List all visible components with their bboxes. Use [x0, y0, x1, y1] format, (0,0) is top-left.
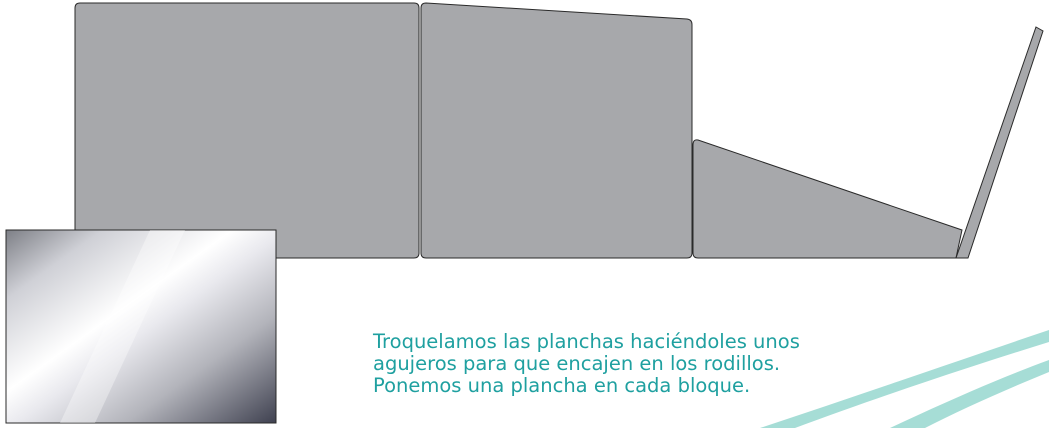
caption-line-3: Ponemos una plancha en cada bloque. [373, 374, 751, 397]
plate-panel-center [420, 2, 693, 259]
metal-plate-image [5, 229, 277, 424]
caption-line-1: Troquelamos las planchas haciéndoles uno… [373, 330, 800, 353]
caption-text: Troquelamos las planchas haciéndoles uno… [373, 331, 893, 397]
plate-panel-left [74, 2, 420, 259]
metal-plate-sheen [60, 230, 185, 423]
caption-line-2: agujeros para que encajen en los rodillo… [373, 352, 781, 375]
plate-panel-flap [955, 26, 1044, 259]
plate-panel-tapered [692, 139, 963, 259]
decorative-swoosh-lower [890, 360, 1049, 428]
decorative-swoosh-upper [760, 330, 1049, 428]
